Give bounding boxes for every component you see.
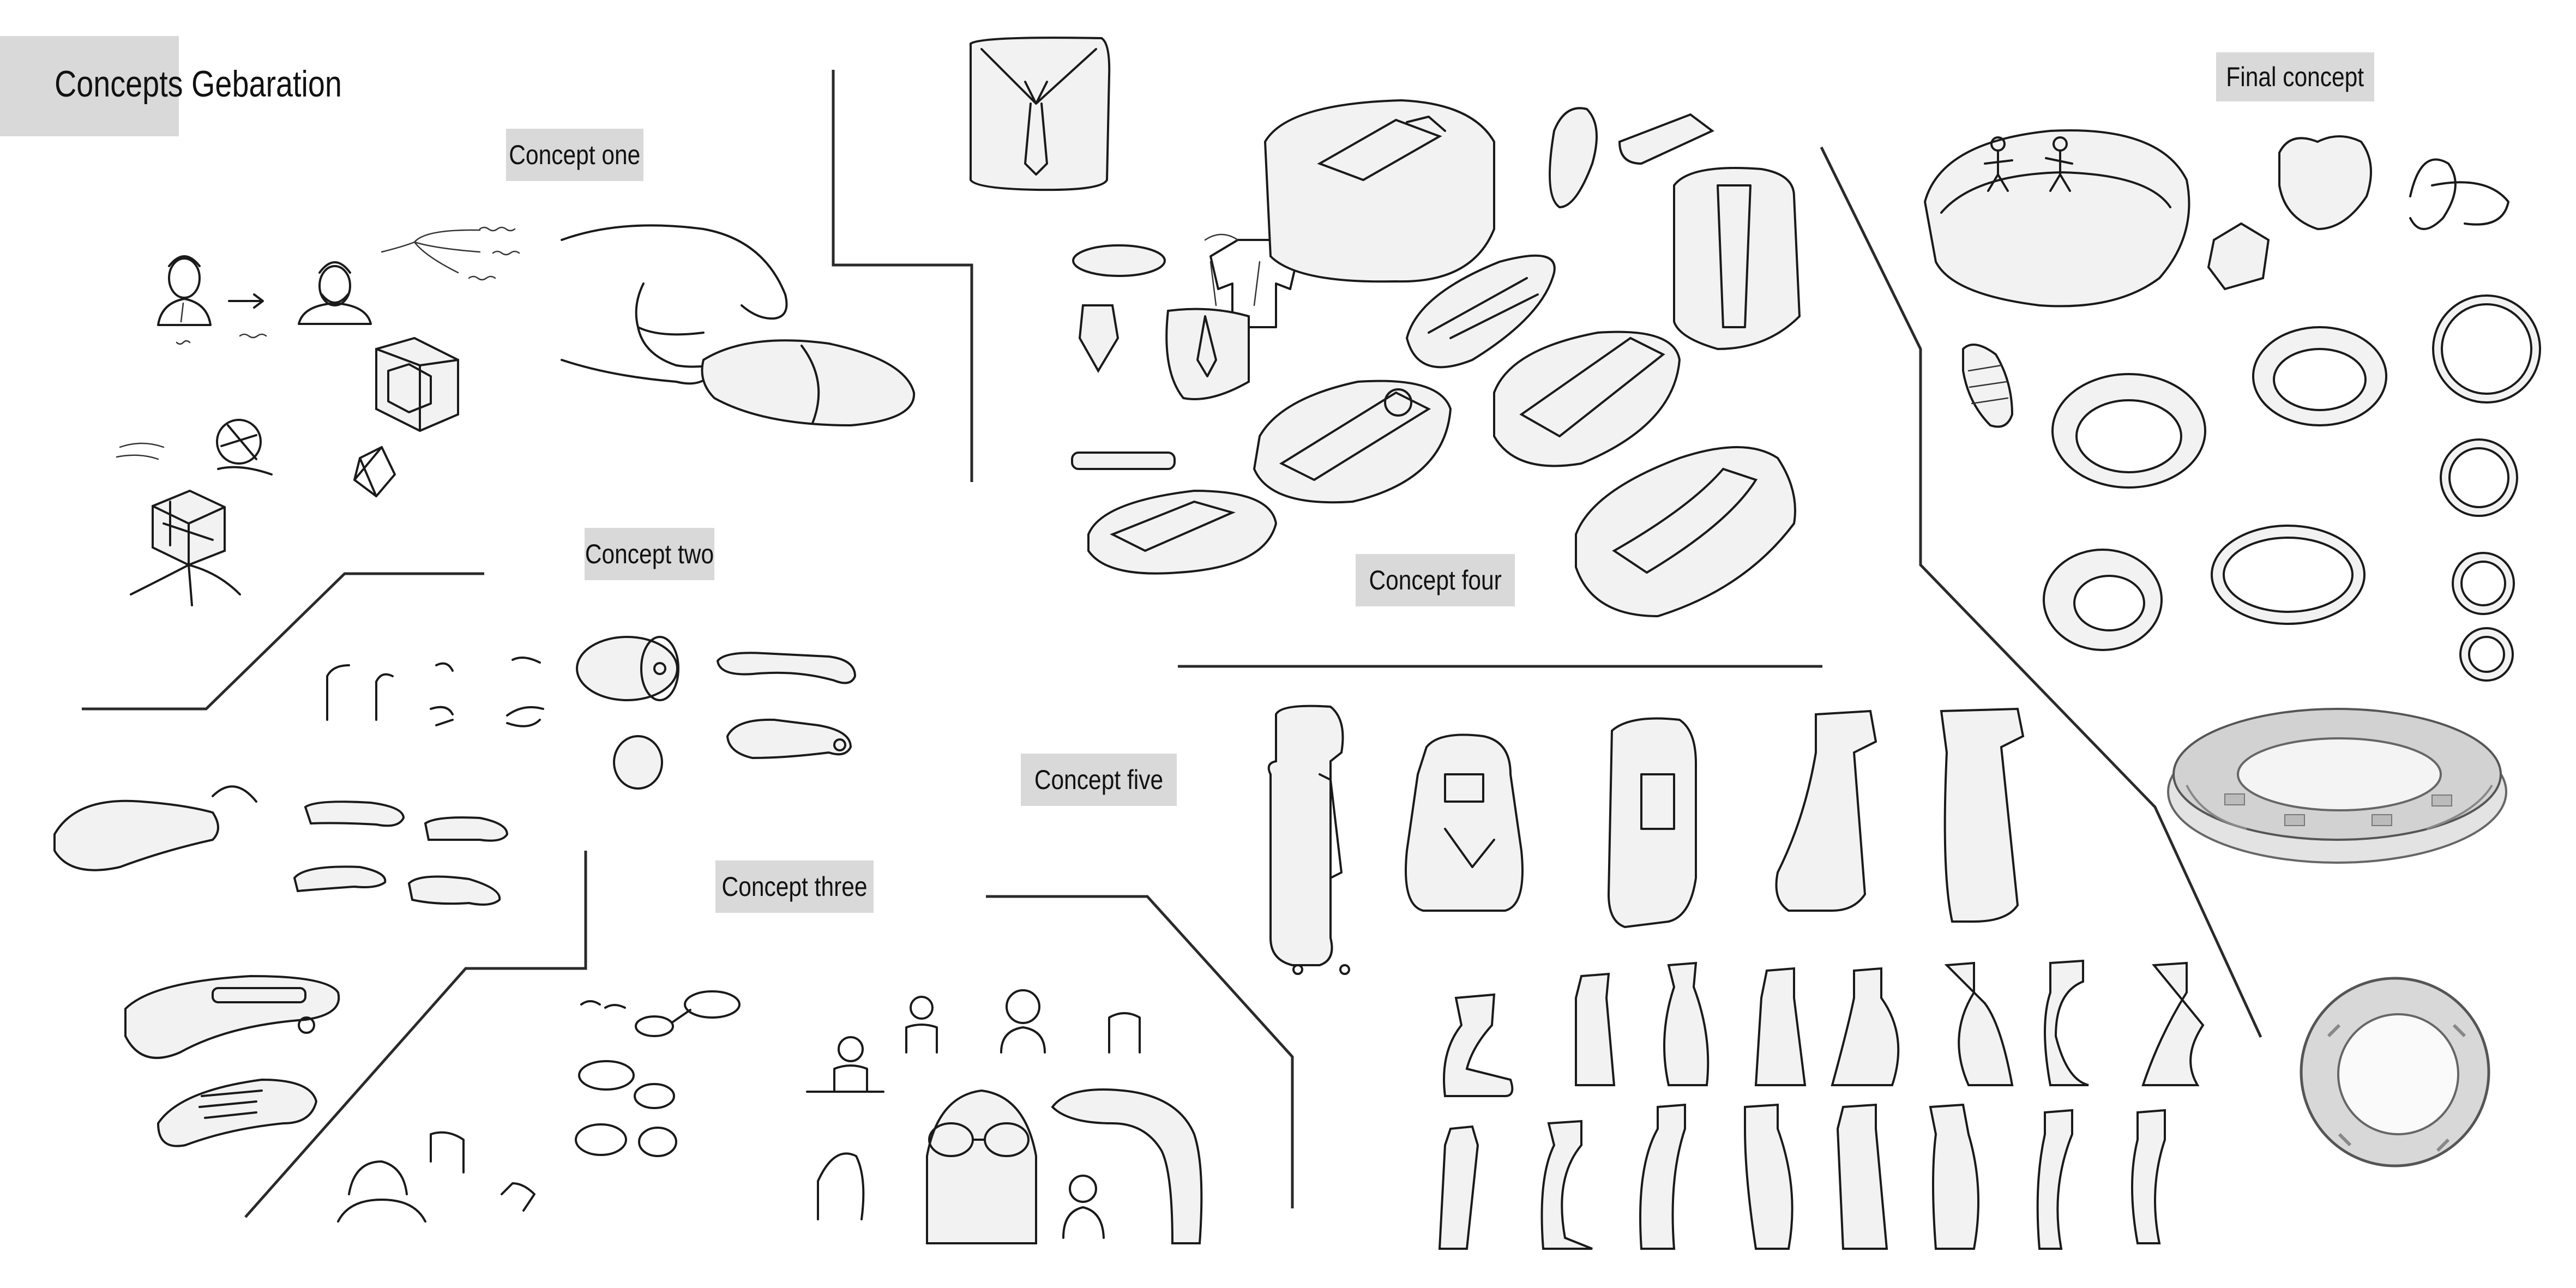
shirt-tie-box-sketch	[970, 37, 1111, 191]
small-shapes-sketch	[1071, 239, 1299, 470]
concept-five-sketches	[1267, 705, 2205, 1250]
cube-device-sketch	[375, 336, 459, 432]
concept-two-sketches	[53, 636, 857, 906]
concept-one-sketches	[116, 224, 916, 606]
figure-variants-row-1	[1443, 959, 2205, 1097]
curved-stand-sketch	[1051, 1088, 1203, 1244]
label-concept-four-text: Concept four	[1369, 565, 1502, 595]
title-background-block	[0, 36, 179, 136]
cylinder-device-sketch	[576, 636, 679, 790]
wedge-case-sketch	[1575, 446, 1796, 618]
concept-three-sketches	[124, 974, 1203, 1244]
label-concept-two-text: Concept two	[585, 539, 714, 569]
label-concept-five: Concept five	[1021, 754, 1177, 806]
hook-sketches	[326, 657, 544, 727]
ring-sketches	[2043, 294, 2541, 682]
divider-final-concept	[1820, 146, 2262, 1038]
label-concept-two: Concept two	[585, 528, 714, 580]
tablet-figure-sketch	[1607, 717, 1697, 929]
label-final-concept: Final concept	[2216, 52, 2374, 101]
hand-holding-device-sketch	[561, 224, 916, 427]
divider-concept-three-left	[244, 851, 587, 1218]
glasses-sketches	[575, 990, 741, 1157]
seated-figures-sketch	[337, 1131, 535, 1223]
shirt-outline-sketch	[1204, 233, 1261, 306]
figure-variants-row-2	[1438, 1103, 2166, 1250]
arrow-sketch	[228, 293, 264, 309]
page-title: Concepts Gebaration	[55, 63, 342, 105]
person-young-sketch	[157, 255, 212, 326]
section-dividers	[82, 70, 2262, 1218]
final-concept-sketches	[1923, 129, 2541, 1167]
sleeve-bag-sketch	[1263, 99, 1495, 283]
tall-figure-sketch	[1267, 705, 1350, 975]
cube-on-stand-sketch	[116, 419, 273, 606]
concept-four-sketches	[970, 37, 1801, 618]
divider-concept-two-top	[82, 572, 484, 711]
label-concept-one-text: Concept one	[509, 140, 641, 170]
upright-case-sketch	[1673, 167, 1801, 351]
arm-device-sketches	[124, 974, 340, 1147]
oval-bag-sketches	[1087, 254, 1681, 575]
label-concept-five-text: Concept five	[1034, 765, 1164, 795]
handwritten-notes	[176, 226, 520, 345]
rendered-ring-large	[2167, 708, 2507, 864]
curved-bar-sketches	[716, 652, 857, 760]
label-concept-three: Concept three	[715, 860, 874, 913]
label-concept-four: Concept four	[1356, 554, 1515, 606]
person-old-sketch	[298, 261, 372, 325]
knot-sketches	[1962, 135, 2509, 428]
character-icon-sketches	[806, 989, 1141, 1093]
label-final-concept-text: Final concept	[2226, 62, 2364, 92]
label-concept-three-text: Concept three	[721, 871, 868, 902]
controller-sketches	[53, 785, 509, 906]
robot-figure-sketch	[1405, 733, 1524, 912]
divider-concept-one-right	[832, 70, 973, 482]
divider-concept-five-top	[986, 895, 1294, 1208]
clip-sketches	[1549, 107, 1714, 209]
small-gem-sketch	[353, 446, 396, 497]
goggle-character-sketch	[817, 1089, 1105, 1244]
mobius-band-sketch	[1923, 129, 2190, 308]
lean-figure-sketches	[1775, 707, 2025, 923]
rendered-ring-small	[2300, 977, 2490, 1167]
label-concept-one: Concept one	[506, 129, 643, 181]
